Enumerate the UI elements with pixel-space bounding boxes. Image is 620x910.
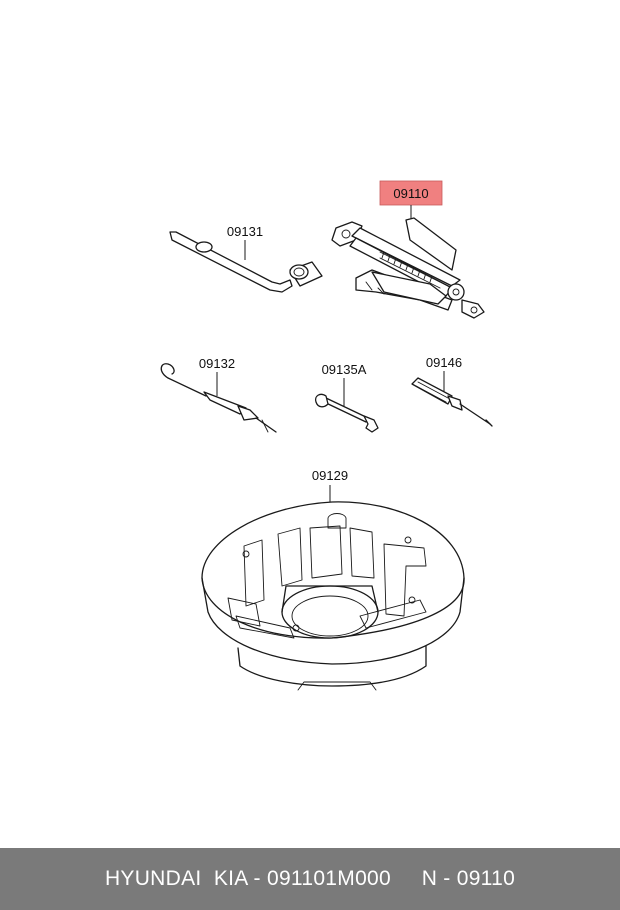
screwdriver-callout-label[interactable]: 09146 xyxy=(426,355,462,370)
tool-tray-drawing xyxy=(201,501,465,691)
spanner-callout-label[interactable]: 09135A xyxy=(322,362,367,377)
tray-callout-label[interactable]: 09129 xyxy=(312,468,348,483)
part-number-footer: HYUNDAI KIA - 091101M000 N - 09110 xyxy=(0,848,620,910)
wrench-callout-label[interactable]: 09131 xyxy=(227,224,263,239)
parts-diagram: 09110 09131 09132 xyxy=(160,180,493,691)
tow-hook-drawing xyxy=(160,363,277,433)
spanner-drawing xyxy=(314,393,379,433)
wheel-wrench-drawing xyxy=(169,231,323,293)
footer-text: HYUNDAI KIA - 091101M000 N - 09110 xyxy=(104,867,516,890)
screwdriver-drawing xyxy=(411,377,493,427)
jack-callout[interactable]: 09110 xyxy=(379,180,443,206)
jack-callout-label: 09110 xyxy=(393,186,428,201)
hook-callout-label[interactable]: 09132 xyxy=(199,356,235,371)
scissor-jack-drawing xyxy=(331,217,485,319)
jack-callout-highlight xyxy=(379,180,443,206)
